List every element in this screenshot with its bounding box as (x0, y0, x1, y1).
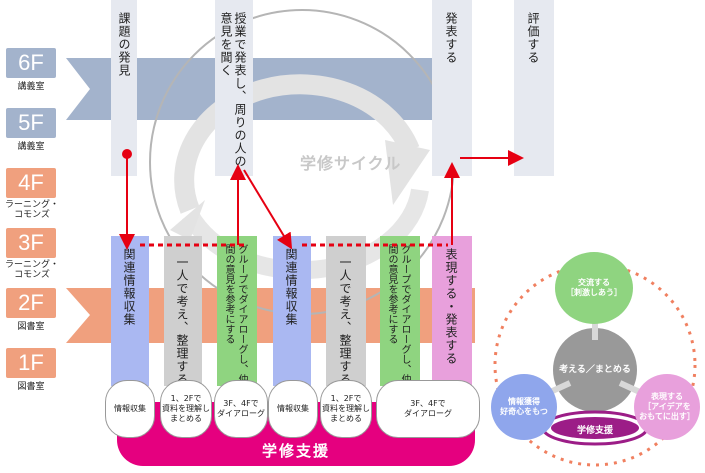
floor-label: 1F (6, 348, 56, 378)
room-label: 図書室 (17, 382, 45, 392)
step-present: 発表する (432, 0, 472, 176)
step-label: 一人で考え、整理する (175, 256, 189, 386)
step-label: 関連情報収集 (284, 248, 298, 326)
step-label: 関連情報収集 (122, 248, 136, 326)
oval-floor12-b: 1、2Fで 資料を理解し まとめる (320, 380, 372, 438)
oval-floor34-b: 3F、4Fで ダイアローグ (376, 380, 480, 438)
step-think-1: 一人で考え、整理する (164, 236, 202, 386)
node-info: 情報獲得 好奇心をもつ (491, 374, 557, 440)
oval-floor12-a: 1、2Fで 資料を理解し まとめる (160, 380, 212, 438)
step-express: 表現する・発表する (432, 236, 472, 386)
node-think: 考える／まとめる (559, 365, 631, 375)
support-ellipse-inner (551, 417, 639, 439)
floor-label: 4F (6, 168, 56, 198)
step-label: 評価する (526, 12, 540, 64)
step-label: 一人で考え、整理する (338, 256, 352, 386)
cycle-label: 学修サイクル (300, 154, 402, 173)
support-label: 学修支援 (261, 442, 330, 460)
cycle-arrow-upper-head (385, 140, 430, 205)
room-label: 講義室 (17, 142, 45, 152)
center-circle (553, 328, 637, 412)
room-label: 図書室 (17, 322, 45, 332)
step-label: 発表する (444, 12, 458, 64)
node-express: 表現する ［アイデアを おもてに出す］ (634, 374, 700, 440)
room-label: 講義室 (17, 82, 45, 92)
flow-arrow-lecture-down (243, 169, 293, 250)
step-lecture: 授業で発表し、周りの人の意見を聞く (215, 0, 253, 176)
step-label: 表現する・発表する (444, 248, 458, 365)
oval-info-2: 情報収集 (268, 380, 318, 438)
step-think-2: 一人で考え、整理する (326, 236, 366, 386)
room-label: ラーニング・ コモンズ (4, 260, 59, 280)
room-label: ラーニング・ コモンズ (4, 200, 59, 220)
cycle-arrow-upper (174, 74, 420, 214)
floor-label: 2F (6, 288, 56, 318)
floor-label: 3F (6, 228, 56, 258)
node-support: 学修支援 (576, 426, 613, 436)
step-label: 授業で発表し、周りの人の意見を聞く (219, 12, 247, 168)
step-label: グループでダイアローグし、仲間の意見を参考にする (223, 244, 247, 384)
oval-floor34-a: 3F、4Fで ダイアローグ (214, 380, 268, 438)
cycle-arrow-lower-head (170, 200, 205, 240)
step-label: 課題の発見 (117, 12, 131, 77)
node-exchange: 交流する ［刺激しあう］ (555, 252, 633, 324)
floor-label: 5F (6, 108, 56, 138)
oval-info-1: 情報収集 (105, 380, 155, 438)
step-label: グループでダイアローグし、仲間の意見を参考にする (386, 244, 410, 384)
step-evaluate: 評価する (514, 0, 554, 176)
step-collect-1: 関連情報収集 (111, 236, 149, 386)
step-collect-2: 関連情報収集 (273, 236, 311, 386)
floor-label: 6F (6, 48, 56, 78)
step-group-1: グループでダイアローグし、仲間の意見を参考にする (217, 236, 257, 386)
step-discover: 課題の発見 (111, 0, 137, 176)
step-group-2: グループでダイアローグし、仲間の意見を参考にする (380, 236, 420, 386)
